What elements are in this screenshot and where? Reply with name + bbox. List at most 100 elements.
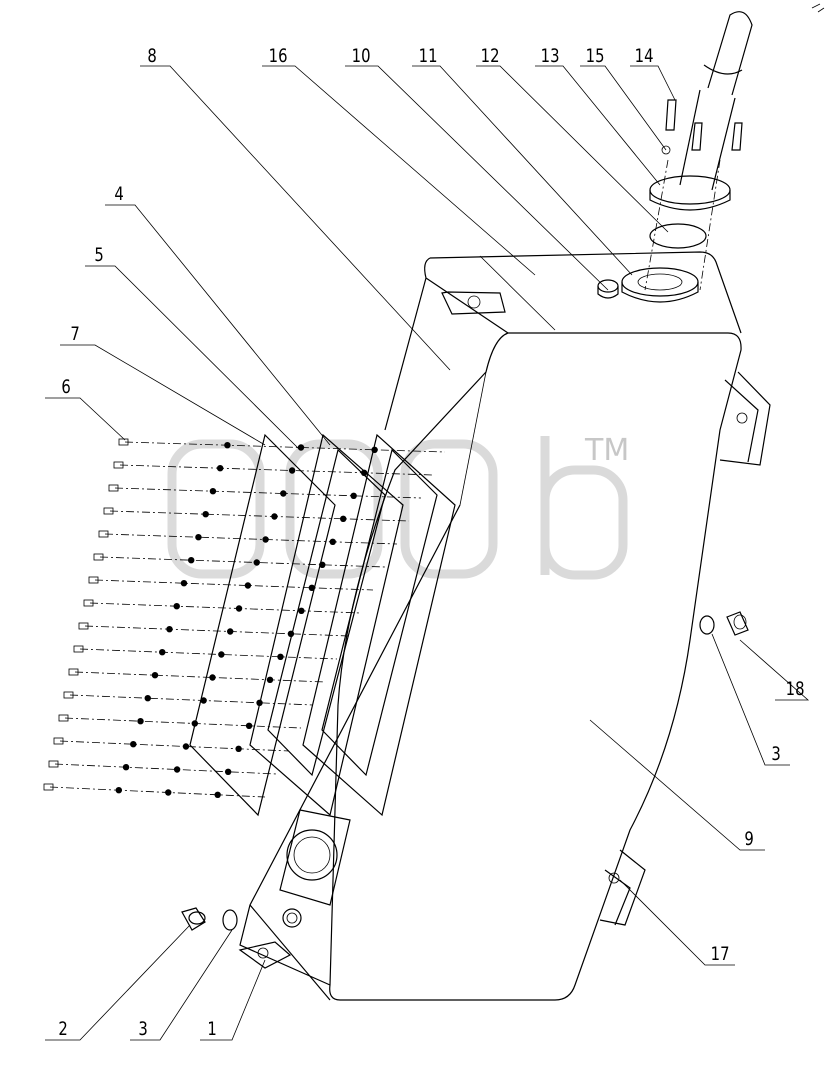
washer <box>350 492 357 499</box>
watermark: TM <box>167 433 629 580</box>
callout-12: 12 <box>481 45 500 67</box>
washer <box>253 559 260 566</box>
bolt-axis-line <box>84 625 350 637</box>
bolt <box>63 691 74 699</box>
bolt-axis-line <box>124 441 446 453</box>
washer <box>200 697 207 704</box>
mounting-brackets <box>238 291 771 969</box>
washer <box>165 789 172 796</box>
washer <box>202 511 209 518</box>
washer <box>224 442 231 449</box>
washer <box>214 791 221 798</box>
bolt-axis-line <box>54 763 278 775</box>
washer <box>159 649 166 656</box>
bolt-axis-line <box>64 717 302 729</box>
washer <box>173 766 181 773</box>
bolt-axis-line <box>79 648 338 660</box>
washer <box>271 513 278 520</box>
bolt <box>93 553 104 561</box>
bolt <box>78 622 89 630</box>
callout-3-right: 3 <box>771 743 780 765</box>
washer <box>115 787 123 794</box>
washer <box>209 488 217 495</box>
bolt <box>58 714 69 722</box>
callout-1: 1 <box>207 1018 216 1040</box>
bolt <box>73 645 84 653</box>
callout-14: 14 <box>635 45 654 67</box>
callout-6: 6 <box>61 376 70 398</box>
bolt <box>48 760 59 768</box>
washer <box>195 534 202 541</box>
bolt-axis-line <box>49 786 266 798</box>
callout-4: 4 <box>114 183 123 205</box>
callout-18: 18 <box>786 678 805 700</box>
washer <box>297 444 305 451</box>
bolt <box>103 507 114 515</box>
washer <box>287 630 295 637</box>
callout-13: 13 <box>541 45 560 67</box>
washer <box>235 605 243 612</box>
bolt <box>43 783 54 791</box>
washer <box>191 720 198 727</box>
bolt <box>68 668 79 676</box>
bolt-rows <box>43 438 446 798</box>
bolt-axis-line <box>109 510 410 522</box>
callout-10: 10 <box>352 45 371 67</box>
washer <box>209 674 216 681</box>
bolt-axis-line <box>99 556 386 568</box>
bolt-axis-line <box>114 487 422 499</box>
washer <box>262 536 269 543</box>
washer <box>144 695 151 702</box>
callout-11: 11 <box>419 45 438 67</box>
washer <box>288 467 296 474</box>
washer <box>188 557 195 564</box>
bolt <box>113 461 124 469</box>
washer <box>319 561 326 568</box>
washer <box>166 626 173 633</box>
leader-lines <box>45 65 810 1041</box>
bolt-axis-line <box>104 533 398 545</box>
callout-3-left: 3 <box>138 1018 147 1040</box>
callout-16: 16 <box>269 45 288 67</box>
washer <box>340 515 347 522</box>
washer <box>224 768 232 775</box>
washer <box>227 628 234 635</box>
washer <box>371 446 378 453</box>
drain-plug-group-left <box>181 907 302 931</box>
washer <box>182 743 190 750</box>
washer <box>329 538 336 545</box>
bolt-axis-line <box>94 579 374 591</box>
callout-17: 17 <box>711 943 730 965</box>
washer <box>360 469 368 476</box>
washer <box>180 580 188 587</box>
bolt-axis-line <box>119 464 434 476</box>
callout-8: 8 <box>147 45 156 67</box>
trademark-text: TM <box>584 433 629 468</box>
washer <box>245 722 253 729</box>
callout-7: 7 <box>70 323 79 345</box>
callout-labels: 8 16 10 11 12 13 15 14 4 5 7 6 18 3 9 17… <box>58 45 804 1040</box>
washer <box>308 584 316 591</box>
filler-neck-assembly <box>597 11 753 303</box>
washer <box>277 653 284 660</box>
corner-mark <box>811 3 825 13</box>
washer <box>218 651 225 658</box>
drain-plug-group-right <box>699 611 749 636</box>
fuel-tank-body <box>239 251 742 1001</box>
washer <box>235 745 242 752</box>
washer <box>298 607 305 614</box>
bolt-axis-line <box>59 740 290 752</box>
washer <box>122 764 130 771</box>
washer <box>216 465 224 472</box>
bolt-axis-line <box>74 671 326 683</box>
washer <box>151 672 159 679</box>
bolt <box>83 599 94 607</box>
callout-9: 9 <box>744 828 753 850</box>
callout-15: 15 <box>586 45 605 67</box>
washer <box>173 603 180 610</box>
bolt <box>53 737 64 745</box>
washer <box>130 741 137 748</box>
bolt <box>88 576 99 584</box>
washer <box>266 676 274 683</box>
